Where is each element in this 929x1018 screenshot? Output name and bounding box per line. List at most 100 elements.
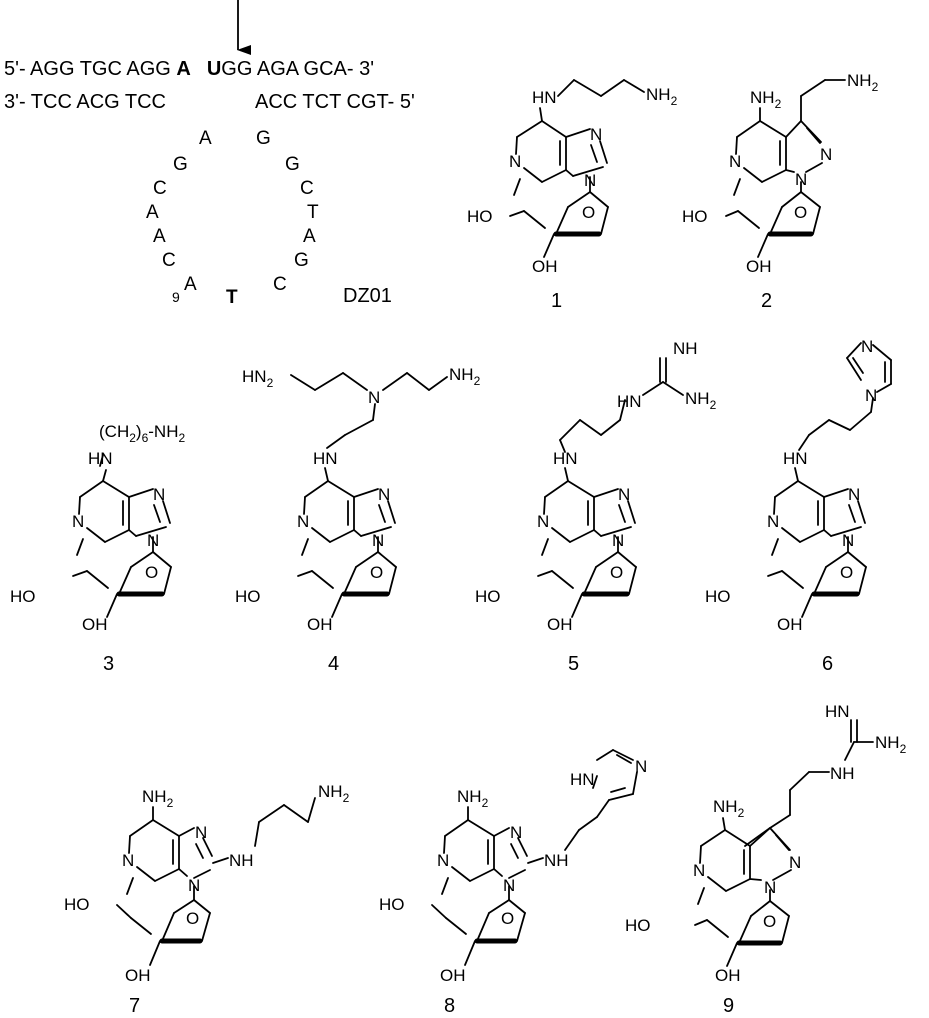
compound-label: 9 — [723, 995, 734, 1017]
atom-label: NH2 — [685, 389, 717, 412]
atom-label: N — [618, 485, 630, 504]
compound-4-structure: HN2 NH2 N HN N N N HO O OH 4 — [235, 365, 481, 675]
atom-label: NH2 — [750, 88, 782, 111]
atom-label: OH — [532, 257, 558, 276]
atom-label: O — [145, 563, 158, 582]
cleavage-site-u: U — [207, 58, 221, 80]
atom-label: N — [378, 485, 390, 504]
atom-label: N — [368, 388, 380, 407]
atom-label: HO — [625, 916, 651, 935]
atom-label: N — [510, 823, 522, 842]
atom-label: N — [195, 823, 207, 842]
atom-label: N — [764, 878, 776, 897]
atom-label: O — [186, 909, 199, 928]
atom-label: N — [437, 851, 449, 870]
atom-label: N — [297, 512, 309, 531]
atom-label: OH — [547, 615, 573, 634]
atom-label: O — [794, 203, 807, 222]
compound-label: 7 — [129, 995, 140, 1017]
position-label: 9 — [172, 289, 180, 305]
atom-label: N — [848, 485, 860, 504]
atom-label: OH — [440, 966, 466, 985]
cleavage-site-a: A — [176, 58, 190, 80]
compound-7-structure: NH2 NH2 N N N NH HO O OH 7 — [64, 782, 350, 1017]
atom-label: N — [820, 145, 832, 164]
atom-label: O — [582, 203, 595, 222]
atom-label: NH2 — [457, 787, 489, 810]
atom-label: N — [590, 125, 602, 144]
atom-label: HO — [235, 587, 261, 606]
atom-label: N — [503, 876, 515, 895]
atom-label: NH2 — [713, 797, 745, 820]
loop-base: A — [153, 226, 166, 247]
substrate-prefix: 5'- AGG TGC AGG — [4, 58, 176, 80]
atom-label: OH — [715, 966, 741, 985]
atom-label: HO — [475, 587, 501, 606]
atom-label: OH — [746, 257, 772, 276]
compound-label: 5 — [568, 653, 579, 675]
atom-label: HO — [705, 587, 731, 606]
loop-base: G — [173, 154, 188, 175]
loop-base-bold: T — [226, 287, 238, 308]
atom-label: N — [72, 512, 84, 531]
atom-label: HO — [379, 895, 405, 914]
atom-label: N — [584, 171, 596, 190]
atom-label: N — [122, 851, 134, 870]
atom-label: HN2 — [242, 367, 274, 390]
atom-label: OH — [307, 615, 333, 634]
atom-label: HN — [783, 449, 808, 468]
compound-8-structure: N HN NH2 N N N NH HO O OH 8 — [379, 749, 647, 1017]
enzyme-arm-right: ACC TCT CGT- 5' — [255, 91, 415, 113]
compound-9-structure: HN NH2 NH NH2 N N N HO O OH 9 — [625, 702, 907, 1017]
loop-base: C — [300, 178, 314, 199]
loop-base: G — [294, 250, 309, 271]
atom-label: N — [635, 757, 647, 776]
loop-base: G — [256, 128, 271, 149]
atom-label: N — [147, 531, 159, 550]
loop-base: A — [199, 128, 212, 149]
atom-label: HN — [553, 449, 578, 468]
atom-label: HN — [570, 770, 595, 789]
loop-base: G — [285, 154, 300, 175]
atom-label: HO — [64, 895, 90, 914]
atom-label: HO — [682, 207, 708, 226]
atom-label: N — [509, 152, 521, 171]
compound-1-structure: HN NH2 N N N HO O OH 1 — [467, 79, 678, 312]
enzyme-arm-left: 3'- TCC ACG TCC — [4, 91, 166, 113]
atom-label: O — [501, 909, 514, 928]
atom-label: O — [610, 563, 623, 582]
atom-label: N — [842, 531, 854, 550]
atom-label: O — [840, 563, 853, 582]
compound-label: 3 — [103, 653, 114, 675]
atom-label: HN — [532, 88, 557, 107]
atom-label: N — [865, 386, 877, 405]
atom-label: N — [693, 861, 705, 880]
compound-5-structure: NH HN NH2 HN N N N HO O OH 5 — [475, 339, 717, 675]
atom-label: N — [861, 337, 873, 356]
loop-base: C — [273, 274, 287, 295]
atom-label: N — [795, 170, 807, 189]
compound-label: 1 — [551, 290, 562, 312]
compound-label: 6 — [822, 653, 833, 675]
compound-2-structure: NH2 NH2 N N N HO O OH 2 — [682, 71, 879, 312]
atom-label: N — [767, 512, 779, 531]
atom-label: NH2 — [646, 85, 678, 108]
atom-label: NH — [830, 764, 855, 783]
dnazyme-name: DZ01 — [343, 285, 392, 307]
atom-label: N — [372, 531, 384, 550]
atom-label: NH — [673, 339, 698, 358]
loop-base: T — [307, 202, 319, 223]
atom-label: NH2 — [318, 782, 350, 805]
compound-3-structure: (CH2)6-NH2 HN N N N HO O OH 3 — [10, 422, 185, 675]
atom-label: NH2 — [449, 365, 481, 388]
atom-label: NH2 — [142, 787, 174, 810]
loop-base: A — [184, 274, 197, 295]
atom-label: HN — [88, 449, 113, 468]
loop-base: C — [153, 178, 167, 199]
atom-label: HN — [617, 392, 642, 411]
compound-label: 4 — [328, 653, 339, 675]
atom-label: OH — [777, 615, 803, 634]
